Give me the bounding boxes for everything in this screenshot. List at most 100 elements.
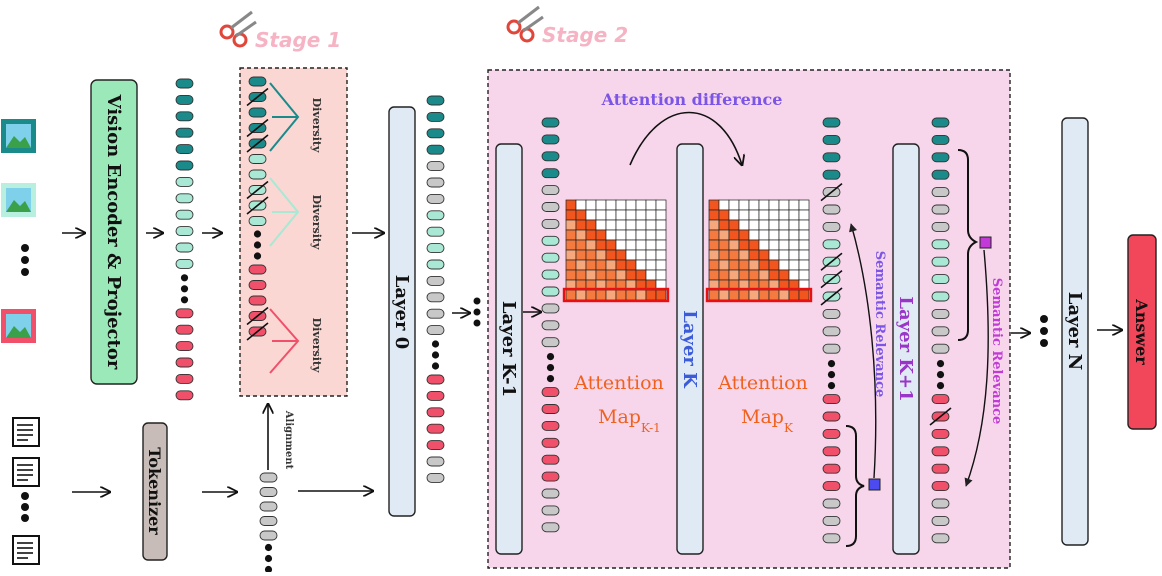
token-pill xyxy=(541,252,560,263)
token-pill xyxy=(931,187,950,198)
attention-map-label: Map xyxy=(741,406,784,428)
attention-cell xyxy=(585,239,597,251)
attention-cell xyxy=(728,239,740,251)
scissors-icon xyxy=(506,5,544,43)
diversity-label: Diversity xyxy=(310,195,323,250)
token-pill xyxy=(541,488,560,499)
attention-cell xyxy=(575,209,587,221)
token-pill xyxy=(541,218,560,229)
token-pill xyxy=(822,446,841,457)
attention-cell xyxy=(615,259,627,271)
token-pill xyxy=(175,127,194,138)
attention-cell xyxy=(768,289,780,301)
attention-cell xyxy=(718,289,730,301)
token-pill xyxy=(541,320,560,331)
token-pill xyxy=(931,169,950,180)
attention-cell xyxy=(758,269,770,281)
attention-cell xyxy=(768,219,780,231)
alignment-label: Alignment xyxy=(283,410,294,470)
attention-cell xyxy=(748,259,760,271)
token-pill xyxy=(822,394,841,405)
ellipsis-dot xyxy=(936,371,945,379)
attention-cell xyxy=(788,289,800,301)
ellipsis-dot xyxy=(827,360,836,368)
token-pill xyxy=(175,94,194,105)
attention-cell xyxy=(565,219,577,231)
attention-cell xyxy=(758,249,770,261)
attention-cell xyxy=(585,259,597,271)
token-pill xyxy=(931,446,950,457)
token-pill xyxy=(541,303,560,314)
attention-cell xyxy=(708,219,720,231)
attention-cell xyxy=(565,269,577,281)
attention-cell xyxy=(718,239,730,251)
attention-cell xyxy=(585,209,597,221)
attention-cell xyxy=(595,289,607,301)
ellipsis-dot xyxy=(264,565,273,574)
attention-cell xyxy=(645,289,657,301)
token-pill xyxy=(426,193,445,204)
token-layer xyxy=(175,76,952,574)
attention-cell xyxy=(708,209,720,221)
ellipsis-dot xyxy=(546,364,555,372)
attention-cell xyxy=(645,209,657,221)
layerN-label: Layer N xyxy=(1064,292,1085,370)
attention-cell xyxy=(788,249,800,261)
attention-cell xyxy=(758,229,770,241)
attention-cell xyxy=(768,269,780,281)
token-pill xyxy=(541,117,560,128)
attention-map-title: Attention xyxy=(717,372,808,394)
token-pill xyxy=(541,185,560,196)
ellipsis-icon xyxy=(473,297,481,327)
attention-cell xyxy=(645,269,657,281)
token-pill xyxy=(248,169,267,180)
attention-cell xyxy=(635,209,647,221)
token-pill xyxy=(175,176,194,187)
attention-cell xyxy=(615,229,627,241)
layerK-block xyxy=(676,143,704,555)
token-brace xyxy=(845,425,865,547)
attention-cell xyxy=(728,199,740,211)
attention-cell xyxy=(738,219,750,231)
vision-encoder-label: Vision Encoder & Projector xyxy=(103,94,124,370)
attention-cell xyxy=(635,229,647,241)
attention-cell xyxy=(625,249,637,261)
token-pill xyxy=(426,259,445,270)
attention-cell xyxy=(625,199,637,211)
attention-cell xyxy=(768,209,780,221)
attention-cell xyxy=(605,269,617,281)
token-pill xyxy=(426,111,445,122)
attention-cell xyxy=(595,219,607,231)
attention-cell xyxy=(708,229,720,241)
token-pill xyxy=(822,239,841,250)
token-pill xyxy=(259,501,278,512)
attention-cell xyxy=(778,249,790,261)
token-pill xyxy=(175,258,194,269)
token-pill xyxy=(175,144,194,155)
attention-cell xyxy=(758,259,770,271)
token-pill xyxy=(426,128,445,139)
attention-cell xyxy=(798,289,810,301)
attention-cell xyxy=(778,229,790,241)
attention-cell xyxy=(565,239,577,251)
attention-cell xyxy=(655,209,667,221)
attention-cell xyxy=(798,269,810,281)
layer0-block xyxy=(388,106,416,517)
attention-cell xyxy=(605,259,617,271)
stage2-box xyxy=(487,69,1011,569)
token-pill xyxy=(175,242,194,253)
token-pill xyxy=(822,308,841,319)
stage2-label: Stage 2 xyxy=(542,23,628,47)
attention-map-subscript: K-1 xyxy=(641,421,661,435)
ellipsis-icon xyxy=(21,492,29,522)
diversity-label: Diversity xyxy=(310,98,323,153)
relevance-arrow xyxy=(849,223,877,479)
token-pill xyxy=(259,472,278,483)
attention-cell xyxy=(635,199,647,211)
attention-cell xyxy=(798,219,810,231)
token-pill xyxy=(248,154,267,164)
ellipsis-dot xyxy=(253,241,262,249)
attention-cell xyxy=(585,289,597,301)
